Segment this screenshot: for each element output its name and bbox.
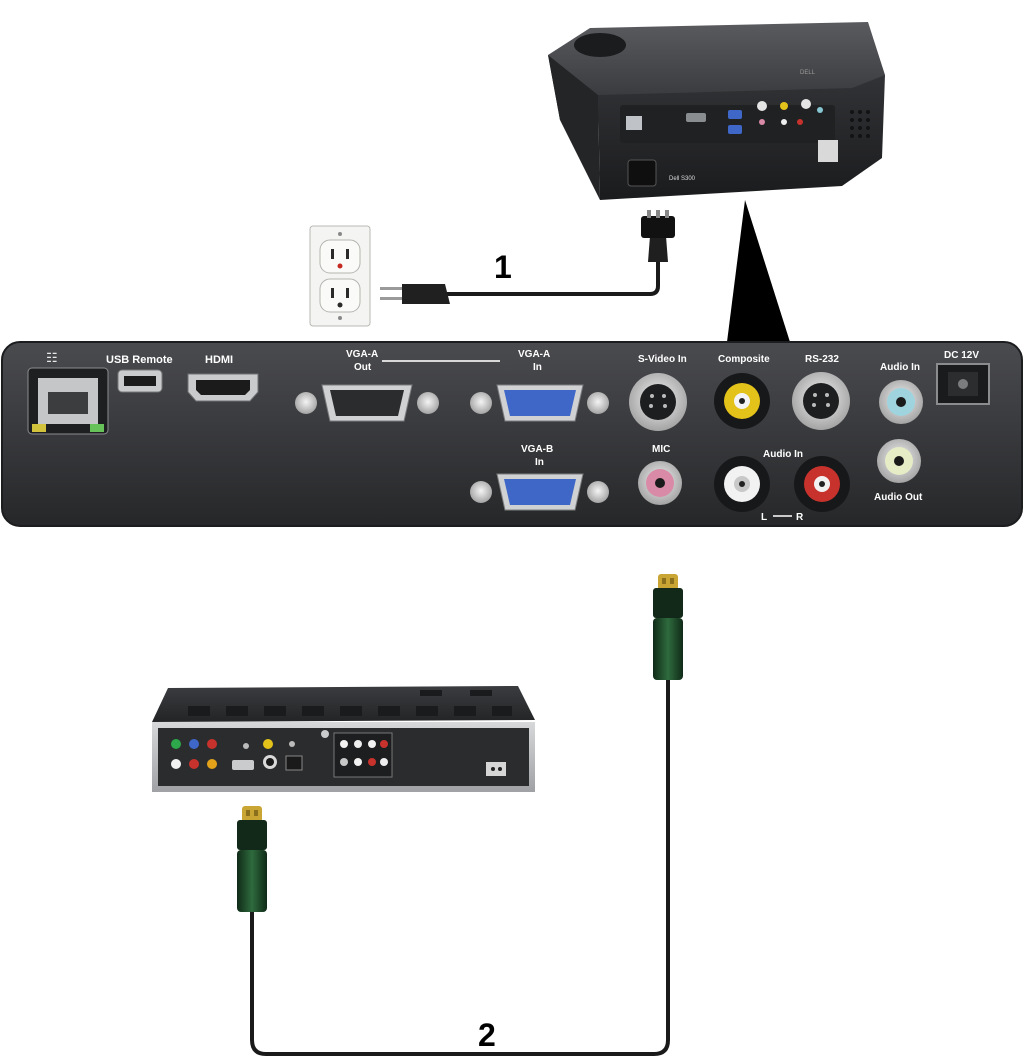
projector-audio-in-port [817, 107, 823, 113]
left-channel-label: L [761, 512, 767, 523]
callout-svideo-cable: 2 [478, 1017, 496, 1053]
projector-port-strip [620, 105, 835, 143]
outlet-socket-bottom [319, 278, 361, 313]
source-power-inlet [486, 762, 506, 776]
source-hdmi-port [232, 760, 254, 770]
projector-lan-port [626, 116, 642, 130]
power-plug [402, 284, 450, 304]
svideo-pin-icon [242, 806, 262, 822]
right-channel-label: R [796, 512, 804, 523]
rs232-label: RS-232 [805, 354, 839, 365]
svideo-cable [250, 676, 670, 1056]
projector-vga-b-in-port [728, 125, 742, 134]
svideo-pin-icon [658, 574, 678, 590]
projector-model-label: Dell S300 [669, 176, 696, 182]
vga-a-out-label: VGA-A [346, 349, 378, 360]
audio-out-label: Audio Out [874, 492, 923, 503]
projector-lens [574, 33, 626, 57]
svideo-connector-top [653, 574, 683, 680]
projector-svideo-port [757, 101, 767, 111]
vga-a-in-label: VGA-A [518, 349, 550, 360]
zoom-indicator-wedge [727, 200, 790, 342]
iec-connector-head [641, 216, 675, 238]
usb-remote-label: USB Remote [106, 354, 173, 366]
projector-rs232-port [801, 99, 811, 109]
network-icon: ☷ [46, 350, 58, 365]
projector-vga-out-port [686, 113, 706, 122]
vga-b-in-sublabel: In [535, 457, 544, 468]
outlet-indicator-icon [337, 263, 343, 269]
vga-a-in-sublabel: In [533, 362, 542, 373]
vga-b-in-label: VGA-B [521, 444, 553, 455]
mic-label: MIC [652, 444, 670, 455]
source-device [152, 686, 535, 792]
hdmi-label: HDMI [205, 354, 233, 366]
iec-cable-connector [648, 236, 668, 262]
source-optical-port [285, 755, 303, 771]
wall-outlet [309, 225, 371, 327]
vga-b-in-screw-icon [470, 481, 492, 503]
audio-in-right-label: Audio In [880, 362, 920, 373]
projector-usb-ports [818, 140, 838, 162]
projector-vent [850, 110, 870, 138]
audio-in-lr-label: Audio In [763, 449, 803, 460]
projector-lens-side [548, 55, 600, 200]
projector-mic-port [759, 119, 765, 125]
projector-audio-l-port [781, 119, 787, 125]
source-composite-port [263, 739, 273, 749]
projector-brand-label: DELL [800, 70, 816, 76]
projector-composite-port [780, 102, 788, 110]
rear-panel: ☷ USB Remote HDMI VGA-A Out VGA-A In VGA… [1, 341, 1023, 527]
projector-power-inlet [627, 159, 657, 187]
callout-power-cable: 1 [494, 249, 512, 285]
plug-prong-icon [380, 287, 402, 290]
lan-led-icon [32, 424, 46, 432]
outlet-socket-top [319, 239, 361, 274]
svideo-connector-bottom [237, 806, 267, 912]
power-cable [380, 210, 675, 304]
projector: Dell S300 DELL [548, 22, 885, 200]
dc-12v-port [936, 363, 990, 405]
svideo-in-label: S-Video In [638, 354, 687, 365]
dc-12v-label: DC 12V [944, 350, 979, 361]
projector-vga-a-in-port [728, 110, 742, 119]
composite-label: Composite [718, 354, 770, 365]
vga-a-out-screw-icon [295, 392, 317, 414]
vga-a-in-screw-icon [470, 392, 492, 414]
projector-audio-r-port [797, 119, 803, 125]
vga-a-out-sublabel: Out [354, 362, 372, 373]
